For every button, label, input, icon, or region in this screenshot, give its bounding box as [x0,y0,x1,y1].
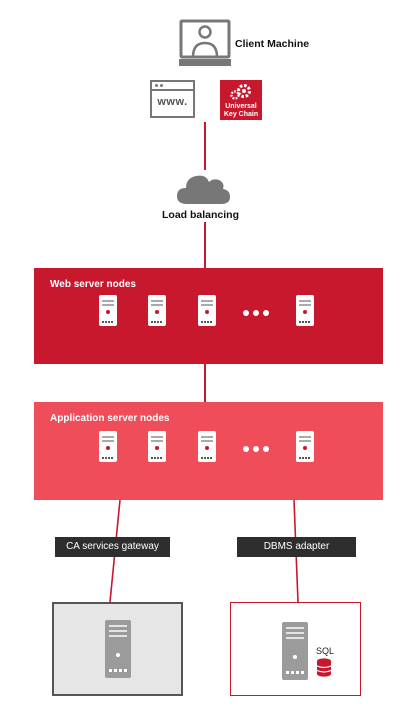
connector-client-cloud [204,122,206,170]
server-node-icon [198,431,216,462]
sql-label: SQL [316,646,335,656]
db-server-box: SQL [230,602,361,696]
application-server-nodes-band: Application server nodes [34,402,383,500]
application-server-nodes-title: Application server nodes [50,413,170,424]
browser-titlebar [152,82,193,91]
client-machine-icon [179,19,231,66]
cloud-icon [177,175,230,204]
gears-icon [230,84,251,100]
ca-server-icon [105,620,131,678]
server-node-icon [148,431,166,462]
server-node-icon [99,295,117,326]
db-server-icon [282,622,308,680]
ca-server-box [52,602,183,696]
server-node-icon [148,295,166,326]
load-balancing-label: Load balancing [162,209,240,221]
ellipsis-icon [243,310,269,316]
keychain-label-line2: Key Chain [223,111,259,118]
ellipsis-icon [243,446,269,452]
keychain-box: Universal Key Chain [220,80,262,120]
connector-cloud-web [204,222,206,268]
server-node-icon [198,295,216,326]
database-icon [316,658,332,677]
keychain-label-line1: Universal [225,103,257,110]
client-machine-label: Client Machine [235,38,310,50]
browser-window: www. [150,80,195,118]
server-node-icon [296,431,314,462]
server-node-icon [296,295,314,326]
dbms-adapter-tag: DBMS adapter [237,537,356,557]
browser-label: www. [157,96,188,108]
browser-dot-icon [160,84,163,87]
web-server-nodes-band: Web server nodes [34,268,383,364]
server-node-icon [99,431,117,462]
browser-dot-icon [155,84,158,87]
ca-services-gateway-tag: CA services gateway [55,537,170,557]
connector-web-app [204,364,206,402]
web-server-nodes-title: Web server nodes [50,279,136,290]
